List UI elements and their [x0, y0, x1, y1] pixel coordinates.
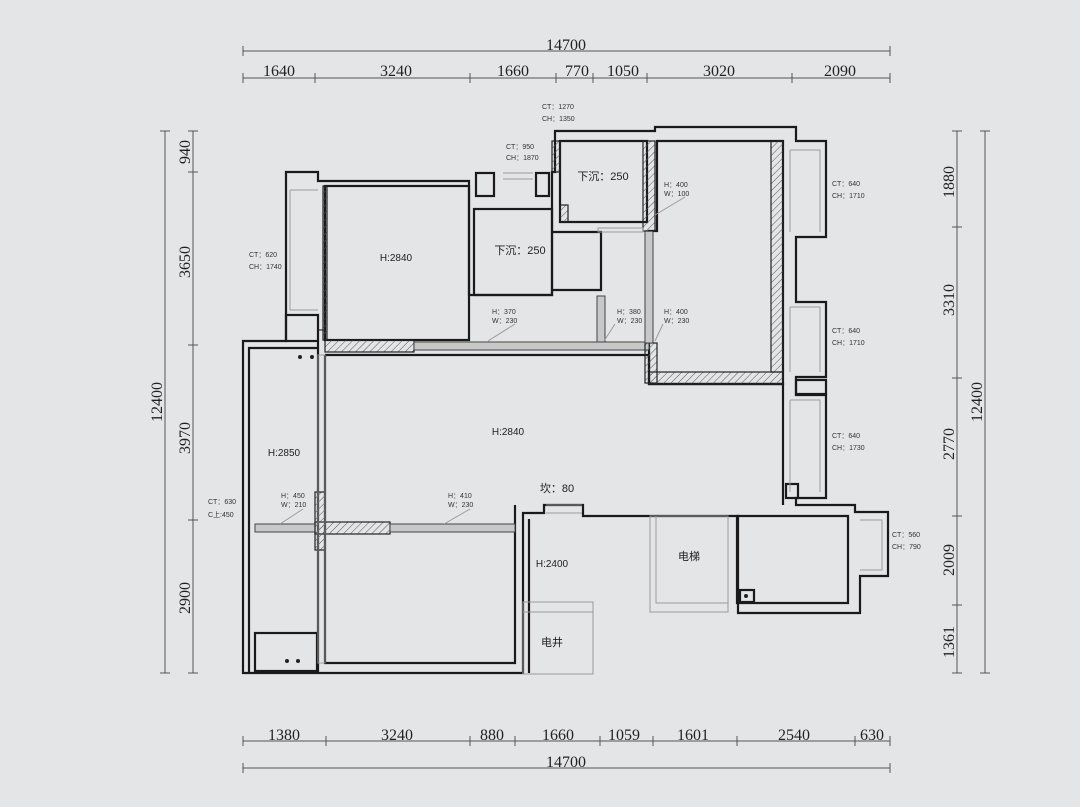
sunk-label-1: 下沉：250: [577, 170, 628, 183]
bottom-dim-3: 880: [480, 727, 504, 744]
left-dim-3: 3970: [177, 422, 194, 454]
top-dim-5: 1050: [607, 63, 639, 80]
left-total-dim: 12400: [149, 382, 166, 422]
right-dimensions: 1880 3310 2770 2009 1361 12400: [941, 130, 990, 674]
bottom-dimensions: 1380 3240 880 1660 1059 1601 2540 630 14…: [242, 727, 891, 773]
window-5-ch: CH：1710: [832, 340, 865, 347]
beam-1-h: H：370: [492, 309, 516, 316]
right-bedroom: [647, 139, 785, 386]
beam-b1: [413, 341, 650, 351]
beam-b3: [644, 230, 654, 344]
fixtures: [285, 355, 748, 663]
beam-5-w: W：210: [281, 502, 306, 509]
beam-4-w: W：100: [664, 191, 689, 198]
bottom-dim-6: 1601: [677, 727, 709, 744]
sunk-room-2: [472, 207, 554, 297]
bottom-dim-1: 1380: [268, 727, 300, 744]
beam-4-h: H：400: [664, 182, 688, 189]
bottom-dim-2: 3240: [381, 727, 413, 744]
window-2-ch: CH：1870: [506, 155, 539, 162]
beam-1-w: W：230: [492, 318, 517, 325]
window-5-ct: CT：640: [832, 328, 860, 335]
right-dim-3: 2770: [941, 428, 958, 460]
beam-3-h: H：400: [664, 309, 688, 316]
left-dim-1: 940: [177, 140, 194, 164]
window-6-ct: CT：640: [832, 433, 860, 440]
left-dim-2: 3650: [177, 246, 194, 278]
sunk-label-2: 下沉：250: [494, 244, 545, 257]
top-dim-2: 3240: [380, 63, 412, 80]
main-height: H:2840: [492, 427, 525, 438]
window-7-ct: CT：560: [892, 532, 920, 539]
top-total-dim: 14700: [546, 37, 586, 54]
service-outlines: [522, 515, 729, 675]
top-dim-4: 770: [565, 63, 589, 80]
lower-right-room: [735, 514, 850, 605]
window-annotations: CT：1270 CH：1350 CT：950 CH：1870 CT：620 CH…: [208, 104, 921, 551]
window-1-ct: CT：1270: [542, 104, 574, 111]
bottom-dim-8: 630: [860, 727, 884, 744]
bottom-dim-7: 2540: [778, 727, 810, 744]
left-dim-4: 2900: [177, 582, 194, 614]
window-8-ct: CT：630: [208, 499, 236, 506]
right-dim-4: 2009: [941, 544, 958, 576]
window-4-ch: CH：1710: [832, 193, 865, 200]
beam-b2: [596, 295, 606, 343]
beam-2-w: W：230: [617, 318, 642, 325]
windows: [289, 149, 883, 571]
step-label: 坎：80: [540, 482, 574, 495]
window-8-ch: C上:450: [208, 510, 234, 519]
top-dim-1: 1640: [263, 63, 295, 80]
beam-6-h: H：410: [448, 493, 472, 500]
room-labels: H:2840 H:2840 H:2850 H:2400 下沉：250 下沉：25…: [268, 170, 700, 649]
right-dim-1: 1880: [941, 166, 958, 198]
bottom-dim-5: 1059: [608, 727, 640, 744]
left-strip-height: H:2850: [268, 448, 301, 459]
beam-3-w: W：230: [664, 318, 689, 325]
window-3-ch: CH：1740: [249, 264, 282, 271]
beam-annotations: H：370 W：230 H：380 W：230 H：400 W：230 H：40…: [279, 182, 689, 525]
top-dim-6: 3020: [703, 63, 735, 80]
right-total-dim: 12400: [969, 382, 986, 422]
upper-left-height: H:2840: [380, 253, 413, 264]
window-6-ch: CH：1730: [832, 445, 865, 452]
beam-6-w: W：230: [448, 502, 473, 509]
elevator-label: 电梯: [678, 550, 700, 563]
window-4-ct: CT：640: [832, 181, 860, 188]
right-dim-2: 3310: [941, 284, 958, 316]
top-dim-3: 1660: [497, 63, 529, 80]
window-3-ct: CT：620: [249, 252, 277, 259]
bottom-total-dim: 14700: [546, 754, 586, 771]
right-dim-5: 1361: [941, 626, 958, 658]
beam-wall-left: [324, 339, 415, 353]
window-2-ct: CT：950: [506, 144, 534, 151]
beam-wall-lower: [314, 521, 391, 535]
beam-b5: [254, 523, 316, 533]
shaft-label: 电井: [541, 635, 563, 649]
beam-2-h: H：380: [617, 309, 641, 316]
beam-5-h: H：450: [281, 493, 305, 500]
window-1-ch: CH：1350: [542, 116, 575, 123]
left-dimensions: 12400 940 3650 3970 2900: [149, 130, 198, 674]
bottom-dim-4: 1660: [542, 727, 574, 744]
lobby-height: H:2400: [536, 559, 569, 570]
beams: [254, 140, 784, 664]
top-dim-7: 2090: [824, 63, 856, 80]
top-dimensions: 14700 1640 3240 1660 770 1050 3020 2090: [242, 37, 891, 83]
window-7-ch: CH：790: [892, 544, 921, 551]
beam-b6: [389, 523, 516, 533]
